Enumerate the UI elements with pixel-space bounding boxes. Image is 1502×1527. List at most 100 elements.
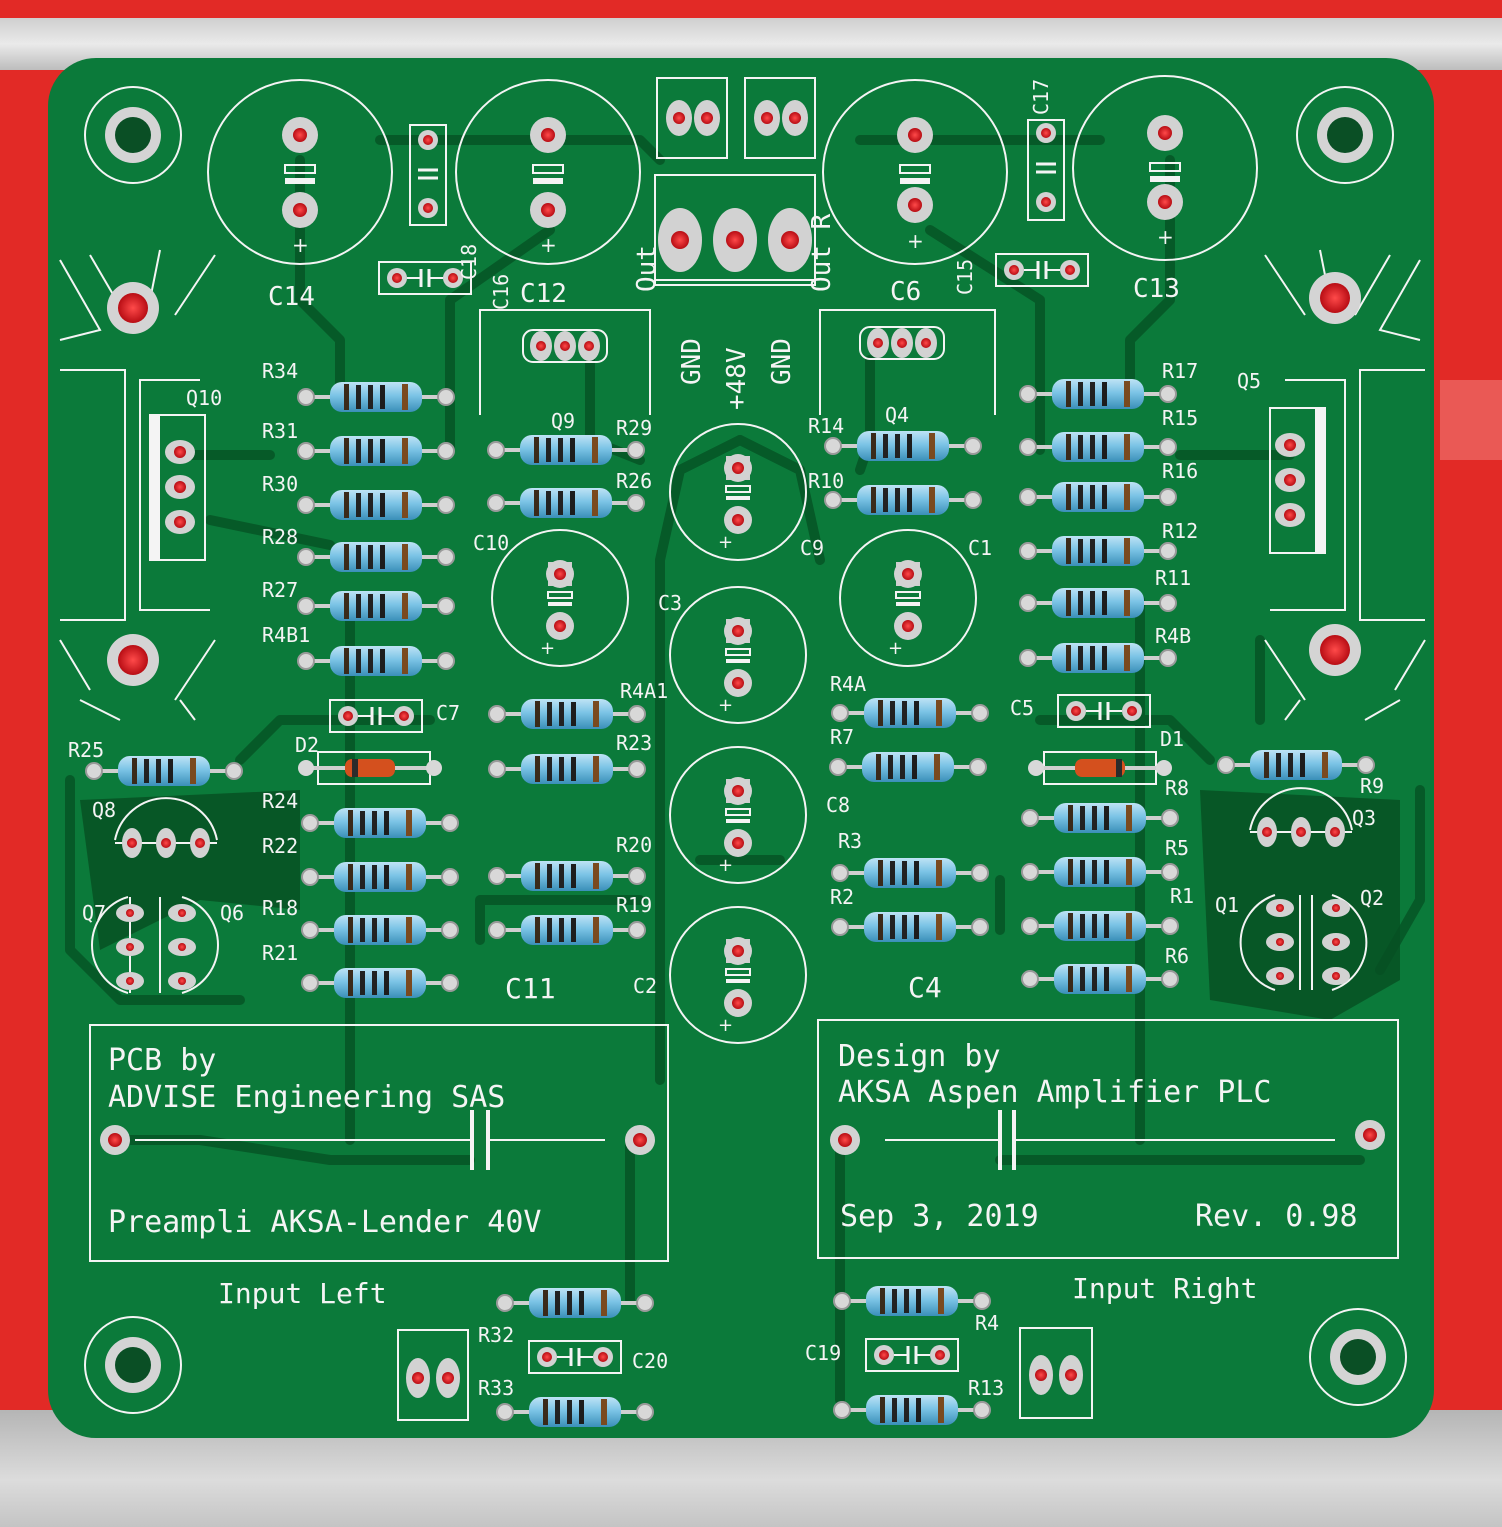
- capacitor-c16: [409, 124, 447, 226]
- transistor-q9: [479, 309, 651, 415]
- transistor-q5: [1269, 407, 1326, 554]
- designator-r13: R13: [968, 1376, 1004, 1400]
- designator-r5: R5: [1165, 836, 1189, 860]
- heatsink-hole-right-bottom: [1309, 624, 1361, 676]
- designator-r18: R18: [262, 896, 298, 920]
- designator-q3: Q3: [1352, 806, 1376, 830]
- designator-r9: R9: [1360, 774, 1384, 798]
- designator-c13: C13: [1133, 274, 1180, 304]
- designator-c15: C15: [953, 259, 977, 295]
- designator-r4a1: R4A1: [620, 679, 668, 703]
- capacitor-c17: [1027, 119, 1065, 221]
- designator-r32: R32: [478, 1323, 514, 1347]
- capacitor-c6: +: [822, 79, 1008, 265]
- designator-r2: R2: [830, 885, 854, 909]
- designator-r28: R28: [262, 525, 298, 549]
- heatsink-hole-right-top: [1309, 272, 1361, 324]
- designator-c8: C8: [826, 793, 850, 817]
- label-vplus: +48V: [722, 347, 752, 410]
- designator-c20: C20: [632, 1349, 668, 1373]
- designator-r24: R24: [262, 789, 298, 813]
- designator-r7: R7: [830, 725, 854, 749]
- connector-power: [654, 174, 816, 286]
- designator-r33: R33: [478, 1376, 514, 1400]
- designator-r21: R21: [262, 941, 298, 965]
- designator-r19: R19: [616, 893, 652, 917]
- label-gnd-right: GND: [767, 338, 797, 385]
- designator-r14: R14: [808, 414, 844, 438]
- designator-c5: C5: [1010, 696, 1034, 720]
- right-text-date: Sep 3, 2019: [840, 1199, 1039, 1234]
- designator-r16: R16: [1162, 459, 1198, 483]
- designator-r11: R11: [1155, 566, 1191, 590]
- designator-c17: C17: [1029, 79, 1053, 115]
- svg-text:+: +: [540, 233, 557, 257]
- left-text-line2: ADVISE Engineering SAS: [108, 1080, 505, 1115]
- designator-r34: R34: [262, 359, 298, 383]
- heatsink-hole-left-top: [107, 282, 159, 334]
- designator-r27: R27: [262, 578, 298, 602]
- designator-r31: R31: [262, 419, 298, 443]
- input-capacitor-left: [100, 1110, 655, 1170]
- heatsink-hole-left-bottom: [107, 634, 159, 686]
- transistor-q10: [149, 414, 206, 561]
- designator-r29: R29: [616, 416, 652, 440]
- designator-c6: C6: [890, 277, 921, 307]
- connector-input-left: [397, 1329, 469, 1421]
- designator-r22: R22: [262, 834, 298, 858]
- designator-r4a: R4A: [830, 672, 866, 696]
- designator-c2: C2: [633, 974, 657, 998]
- designator-q8: Q8: [92, 798, 116, 822]
- designator-r20: R20: [616, 833, 652, 857]
- designator-r30: R30: [262, 472, 298, 496]
- connector-out-left: [656, 77, 728, 159]
- designator-c7: C7: [436, 701, 460, 725]
- designator-c4: C4: [908, 971, 942, 1004]
- designator-q10: Q10: [186, 386, 222, 410]
- designator-r15: R15: [1162, 406, 1198, 430]
- heatsink-outline-left: [59, 249, 216, 721]
- designator-q7: Q7: [82, 901, 106, 925]
- designator-r10: R10: [808, 469, 844, 493]
- designator-r4: R4: [975, 1311, 999, 1335]
- designator-r26: R26: [616, 469, 652, 493]
- designator-c14: C14: [268, 282, 315, 312]
- label-out-left: Out: [632, 245, 662, 292]
- capacitor-c13: +: [1072, 75, 1258, 261]
- designator-r23: R23: [616, 731, 652, 755]
- diode-d1: [1028, 751, 1172, 785]
- left-text-line1: PCB by: [108, 1043, 216, 1078]
- label-gnd-left: GND: [677, 338, 707, 385]
- transistor-q8: [114, 797, 218, 858]
- designator-c16: C16: [489, 274, 513, 310]
- right-text-revision: Rev. 0.98: [1195, 1199, 1358, 1234]
- transistor-q1: [1239, 894, 1301, 991]
- designator-r1: R1: [1170, 884, 1194, 908]
- designator-c10: C10: [473, 531, 509, 555]
- designator-d1: D1: [1160, 727, 1184, 751]
- transistor-q2: [1311, 894, 1368, 991]
- transistor-q4: [819, 309, 996, 415]
- designator-d2: D2: [295, 733, 319, 757]
- designator-q9: Q9: [551, 409, 575, 433]
- designator-r25: R25: [68, 738, 104, 762]
- transistor-q6: [159, 896, 219, 994]
- connector-input-right: [1019, 1327, 1093, 1419]
- designator-r12: R12: [1162, 519, 1198, 543]
- designator-r4b1: R4B1: [262, 623, 310, 647]
- diode-d2: [298, 751, 442, 785]
- designator-r6: R6: [1165, 944, 1189, 968]
- svg-text:+: +: [1157, 225, 1174, 249]
- connector-out-right: [744, 77, 816, 159]
- designator-r3: R3: [838, 829, 862, 853]
- right-text-line1: Design by: [838, 1039, 1001, 1074]
- capacitor-c14: +: [207, 79, 393, 265]
- designator-c19: C19: [805, 1341, 841, 1365]
- designator-c18: C18: [457, 244, 481, 280]
- label-out-right: Out R: [807, 213, 837, 292]
- right-text-line2: AKSA Aspen Amplifier PLC: [838, 1075, 1271, 1110]
- designator-q5: Q5: [1237, 369, 1261, 393]
- transistor-q7: [91, 896, 144, 994]
- info-box-left: [89, 1024, 669, 1262]
- designator-r8: R8: [1165, 776, 1189, 800]
